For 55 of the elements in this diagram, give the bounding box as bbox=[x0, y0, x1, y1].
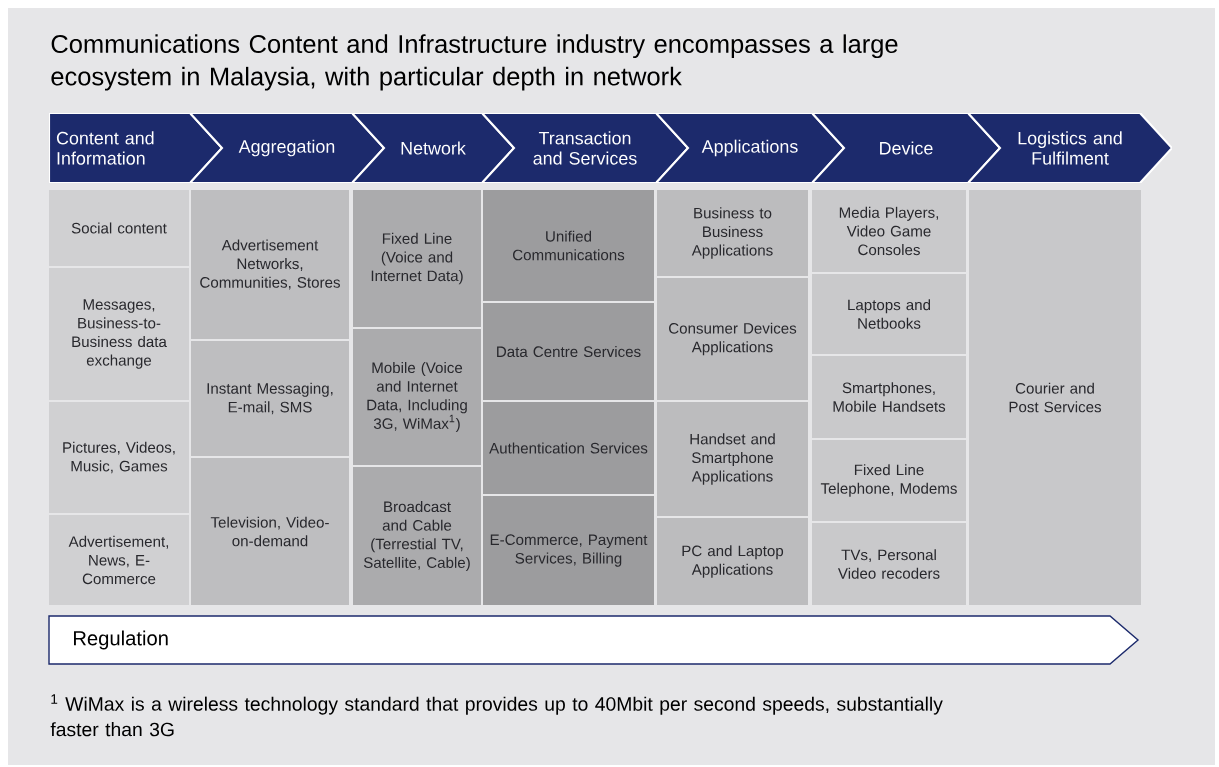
category-cell: Authentication Services bbox=[483, 402, 654, 494]
node-label: E-Commerce, Payment Services, Billing bbox=[490, 534, 648, 567]
stage-header: Device bbox=[812, 113, 1000, 183]
node-label: Pictures, Videos, Music, Games bbox=[63, 441, 175, 474]
footnote: $^{1}$ WiMax is a wireless technology standard that provides up to 40Mbit per second speeds, substantially faster than 3G bbox=[50, 694, 943, 737]
category-cell: Instant Messaging, E-mail, SMS bbox=[191, 341, 349, 456]
title: Communications Content and Infrastructure industry encompasses a large ecosystem in Malaysia, with particular depth in network bbox=[51, 34, 898, 91]
category-cell: Pictures, Videos, Music, Games bbox=[49, 402, 189, 513]
node-label: Mobile (Voice and Internet Data, Including 3G, WiMax$^{1}$) bbox=[367, 362, 467, 432]
category-cell: Courier and Post Services bbox=[969, 190, 1141, 605]
node-label: Broadcast and Cable (Terrestial TV, Satellite, Cable) bbox=[363, 501, 470, 571]
stage-header: Logistics and Fulfilment bbox=[968, 113, 1172, 183]
node-label: TVs, Personal Video recoders bbox=[837, 549, 940, 579]
stage-header: Transaction and Services bbox=[482, 113, 688, 183]
node-label: Television, Video-on-demand bbox=[210, 516, 329, 547]
category-cell: Data Centre Services bbox=[483, 303, 654, 400]
node-label: Handset and Smartphone Applications bbox=[690, 433, 775, 485]
stage-header: Aggregation bbox=[190, 113, 384, 183]
node-label: Instant Messaging, E-mail, SMS bbox=[207, 382, 333, 415]
category-cell: TVs, Personal Video recoders bbox=[812, 523, 966, 605]
category-cell: Smartphones, Mobile Handsets bbox=[812, 356, 966, 438]
node-label: Media Players, Video Game Consoles bbox=[839, 206, 939, 256]
category-cell: PC and Laptop Applications bbox=[657, 518, 808, 605]
node-label: Social content bbox=[71, 222, 167, 234]
category-cell: Media Players, Video Game Consoles bbox=[812, 190, 966, 272]
category-cell: Consumer Devices Applications bbox=[657, 278, 808, 400]
category-cell: Fixed Line Telephone, Modems bbox=[812, 440, 966, 521]
node-label: Fixed Line (Voice and Internet Data) bbox=[371, 232, 463, 285]
node-label: Consumer Devices Applications bbox=[669, 322, 797, 356]
category-cell: Television, Video-on-demand bbox=[191, 458, 349, 605]
category-cell: Social content bbox=[49, 190, 189, 266]
node-label: Laptops and Netbooks bbox=[848, 299, 931, 329]
category-cell: Advertisement, News, E-Commerce bbox=[49, 515, 189, 605]
node-label: PC and Laptop Applications bbox=[682, 545, 784, 578]
node-label: Authentication Services bbox=[489, 442, 648, 454]
category-cell: Advertisement Networks, Communities, Stores bbox=[191, 190, 349, 339]
stage-header: Applications bbox=[656, 113, 844, 183]
category-cell: Messages, Business-to-Business data exchange bbox=[49, 268, 189, 400]
stage-header: Network bbox=[352, 113, 514, 183]
node-label: Fixed Line Telephone, Modems bbox=[820, 464, 957, 497]
category-cell: E-Commerce, Payment Services, Billing bbox=[483, 496, 654, 605]
node-label: Data Centre Services bbox=[497, 345, 641, 358]
node-label: Smartphones, Mobile Handsets bbox=[833, 382, 946, 412]
node-label: Advertisement, News, E-Commerce bbox=[68, 535, 169, 585]
category-cell: Mobile (Voice and Internet Data, Including 3G, WiMax$^{1}$) bbox=[353, 329, 481, 465]
category-cell: Business to Business Applications bbox=[657, 190, 808, 276]
node-label: Business to Business Applications bbox=[691, 207, 773, 259]
category-cell: Handset and Smartphone Applications bbox=[657, 402, 808, 516]
node-label: Unified Communications bbox=[513, 230, 625, 261]
category-cell: Fixed Line (Voice and Internet Data) bbox=[353, 190, 481, 327]
category-cell: Laptops and Netbooks bbox=[812, 274, 966, 354]
category-cell: Unified Communications bbox=[483, 190, 654, 301]
node-label: Advertisement Networks, Communities, Stores bbox=[200, 239, 340, 290]
category-cell: Broadcast and Cable (Terrestial TV, Satellite, Cable) bbox=[353, 467, 481, 605]
node-label: Messages, Business-to-Business data exchange bbox=[72, 299, 167, 369]
